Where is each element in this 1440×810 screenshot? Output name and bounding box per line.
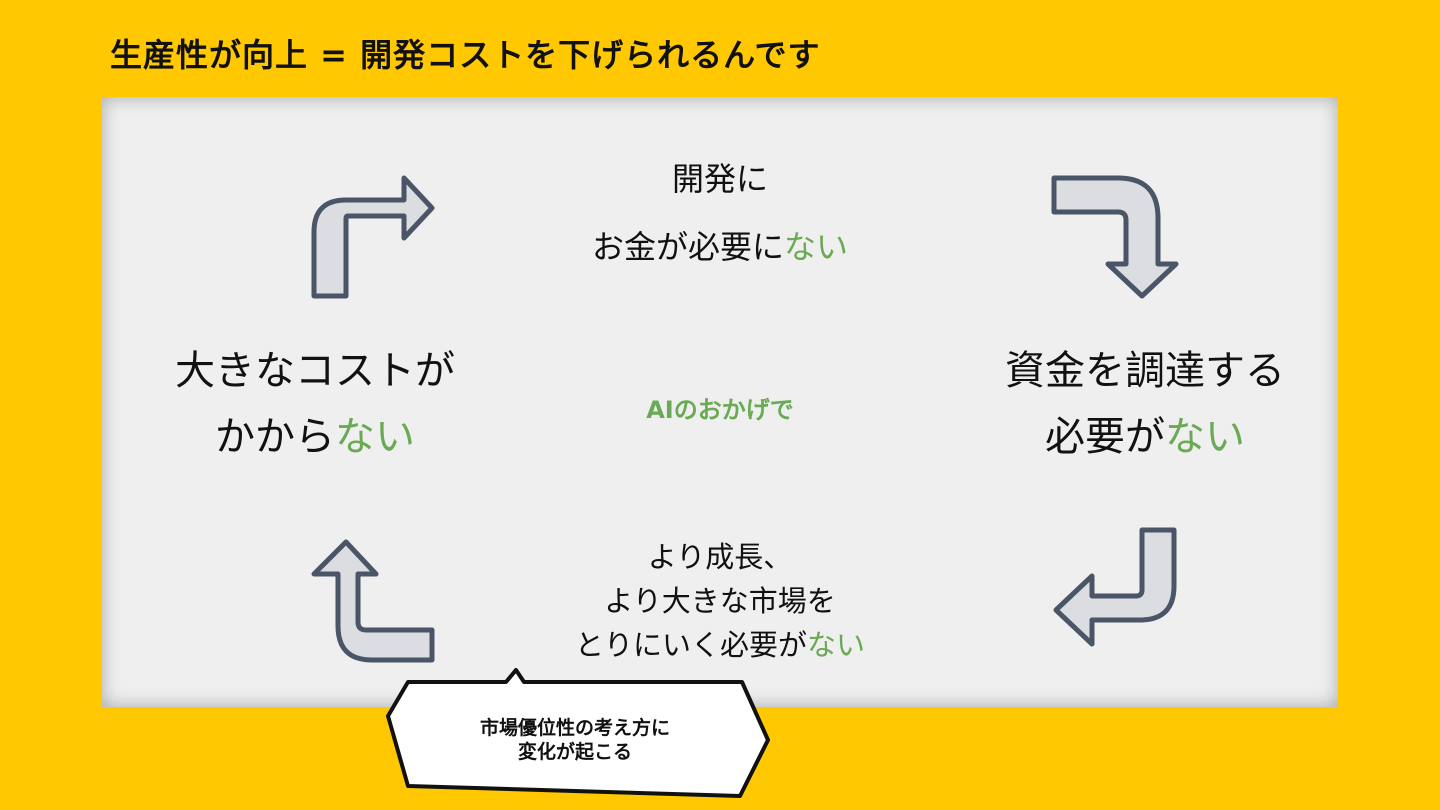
callout-line1: 市場優位性の考え方に [479,717,670,739]
arrow-bottom-right-icon [1053,527,1177,647]
node-right-line2-main: 必要が [1045,414,1165,460]
page-title: 生産性が向上 = 開発コストを下げられるんです [110,36,821,74]
node-bottom-negation: ない [807,628,866,662]
arrow-top-right-icon [1051,175,1179,299]
node-top-line1: 開発に [671,160,768,198]
node-bottom-line1: より成長、 [647,540,793,574]
node-top-line2-main: お金が必要に [591,228,784,266]
arrow-bottom-left-icon [311,539,435,663]
node-left-line2: かからない [130,404,500,470]
node-top-negation: ない [784,228,849,266]
cycle-node-bottom: より成長、 より大きな市場を とりにいく必要がない [520,535,920,667]
node-bottom-line3: とりにいく必要がない [520,623,920,667]
arrow-top-left-icon [311,175,435,299]
cycle-node-top: 開発に お金が必要にない [520,145,920,281]
node-left-line1: 大きなコストが [175,348,455,394]
cycle-node-right: 資金を調達する 必要がない [975,338,1315,470]
node-top-line2: お金が必要にない [520,213,920,281]
node-right-line2: 必要がない [975,404,1315,470]
node-bottom-line2: より大きな市場を [604,584,836,618]
node-left-negation: ない [335,414,415,460]
cycle-node-left: 大きなコストが かからない [130,338,500,470]
callout-line2: 変化が起こる [517,741,632,763]
node-right-line1: 資金を調達する [1005,348,1285,394]
callout-bubble-icon [386,668,770,798]
node-bottom-line3-main: とりにいく必要が [574,628,807,662]
callout-text: 市場優位性の考え方に 変化が起こる [440,716,710,764]
center-label: AIのおかげで [646,396,794,424]
node-right-negation: ない [1165,414,1245,460]
node-left-line2-main: かから [215,414,335,460]
